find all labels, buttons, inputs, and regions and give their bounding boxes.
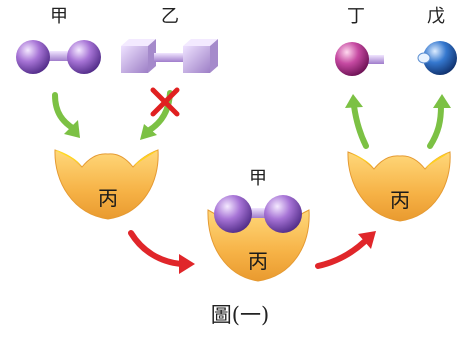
molecule-jia — [16, 40, 101, 74]
molecule-yi — [121, 39, 218, 73]
enzyme-bing-left: 丙 — [54, 149, 159, 220]
label-wu: 戊 — [427, 6, 445, 27]
figure-caption: 圖(一) — [211, 303, 269, 327]
arrow-from-complex — [315, 231, 376, 269]
molecule-ding — [335, 42, 384, 76]
enzyme-bing-right: 丙 — [347, 151, 451, 222]
label-jia: 甲 — [50, 6, 68, 27]
label-bing-middle: 丙 — [248, 249, 268, 273]
molecule-wu — [417, 41, 457, 75]
label-bing-right: 丙 — [390, 188, 410, 212]
arrow-enzyme-to-wu — [427, 94, 451, 149]
label-bing-left: 丙 — [98, 186, 118, 210]
arrow-to-complex — [128, 230, 195, 274]
cross-icon — [150, 87, 180, 117]
label-jia-bound: 甲 — [249, 168, 267, 189]
enzyme-substrate-complex: 甲 丙 — [207, 168, 310, 282]
arrow-enzyme-to-ding — [345, 94, 369, 149]
label-yi: 乙 — [161, 6, 179, 27]
arrow-jia-to-enzyme — [52, 92, 80, 138]
label-ding: 丁 — [347, 6, 365, 27]
